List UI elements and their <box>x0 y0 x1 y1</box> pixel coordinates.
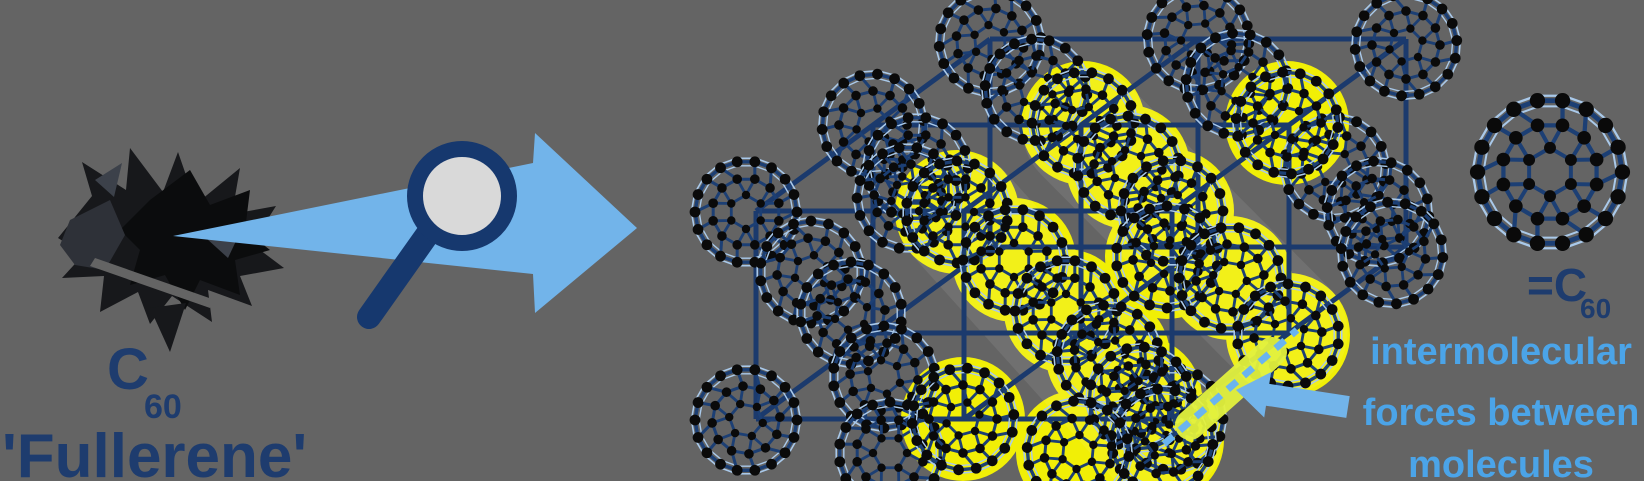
lattice-edge <box>754 244 992 422</box>
equals-c60-subscript: 60 <box>1580 293 1611 324</box>
zoom-arrow-icon <box>173 133 637 313</box>
c60-symbol-label: C <box>107 337 149 402</box>
soot-fragment <box>60 200 125 270</box>
annotation-line-2: forces between <box>1363 392 1640 434</box>
pointer-arrow-icon <box>1236 372 1350 418</box>
intermolecular-bond-connector <box>1161 327 1300 447</box>
magnifier-handle <box>357 223 439 329</box>
zoom-arrow <box>173 133 637 313</box>
pointer-arrow <box>1236 372 1350 418</box>
equals-c60-label: =C <box>1527 259 1587 311</box>
annotation-line-1: intermolecular <box>1370 331 1632 373</box>
magnifier-lens <box>407 141 517 251</box>
c60-subscript-label: 60 <box>144 388 182 426</box>
crystal-lattice <box>665 0 1477 481</box>
soot-fragment <box>150 303 186 352</box>
soot-fragment <box>95 163 122 197</box>
labels-layer: C 60 'Fullerene' =C 60 intermolecular fo… <box>2 259 1639 481</box>
soot-fragment <box>120 170 270 310</box>
soot-blob <box>58 148 284 352</box>
force-dashed-line <box>1161 327 1300 447</box>
fullerene-name-label: 'Fullerene' <box>2 422 307 481</box>
annotation-line-3: molecules <box>1408 444 1594 481</box>
magnifier-icon <box>357 141 517 329</box>
soot-fragment <box>90 258 215 308</box>
